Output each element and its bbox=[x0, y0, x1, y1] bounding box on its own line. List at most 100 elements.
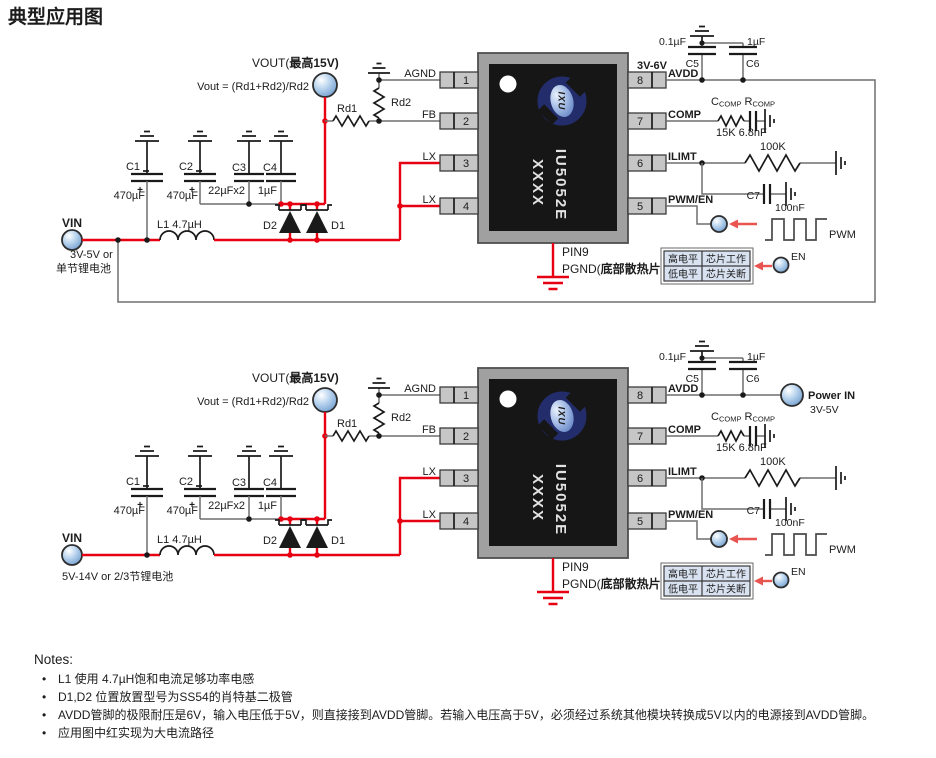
power-in-terminal bbox=[780, 383, 804, 407]
c1-plus: + bbox=[137, 185, 143, 196]
note-item: L1 使用 4.7µH饱和电流足够功率电感 bbox=[58, 671, 254, 686]
svg-text:高电平: 高电平 bbox=[668, 253, 698, 266]
rd1-label: Rd1 bbox=[337, 103, 357, 115]
avdd-to-vin-loop bbox=[117, 79, 876, 303]
pwm-waveform bbox=[765, 218, 827, 241]
resistor-Rd2 bbox=[372, 87, 386, 119]
d2-label: D2 bbox=[263, 220, 277, 232]
logo-text: IXU bbox=[556, 92, 567, 111]
svg-text:芯片关断: 芯片关断 bbox=[706, 268, 746, 281]
ilimt-r-value: 100K bbox=[760, 141, 786, 153]
ilimt-ground-symbol bbox=[835, 151, 846, 175]
pwm-arrow-head bbox=[729, 219, 738, 229]
bullet: • bbox=[42, 726, 46, 740]
note-item: AVDD管脚的极限耐压是6V，输入电压低于5V，则直接接到AVDD管脚。若输入电… bbox=[58, 707, 874, 722]
junction-dot bbox=[397, 203, 403, 209]
svg-text:3: 3 bbox=[463, 158, 469, 170]
diode-D2 bbox=[275, 201, 305, 243]
vin2-range: 5V-14V or 2/3节锂电池 bbox=[62, 569, 173, 583]
c1-value: 470µF bbox=[114, 190, 146, 202]
cap-stubs bbox=[199, 181, 282, 204]
en-truth-table: 高电平 芯片工作 低电平 芯片关断 bbox=[660, 247, 754, 285]
pwm-label: PWM bbox=[829, 229, 856, 241]
vin1-range: 3V-5V or bbox=[70, 249, 113, 261]
cap-ccomp bbox=[748, 111, 758, 131]
en-label: EN bbox=[791, 251, 806, 263]
pin-label-pwmen: PWM/EN bbox=[668, 194, 713, 206]
svg-text:芯片工作: 芯片工作 bbox=[706, 253, 746, 266]
cap-c7 bbox=[762, 184, 772, 204]
svg-text:2: 2 bbox=[463, 116, 469, 128]
c3-ref: C3 bbox=[232, 162, 246, 174]
junction-dot bbox=[246, 201, 252, 207]
comp-ground-symbol bbox=[764, 109, 775, 133]
comp-values: 15K 6.8nF bbox=[716, 127, 767, 139]
pwm-input-terminal bbox=[710, 215, 728, 233]
chip-lot-code: XXXX bbox=[529, 159, 546, 207]
pin-label-avdd: AVDD bbox=[668, 68, 698, 80]
svg-text:5: 5 bbox=[637, 201, 643, 213]
chip-left-pins: 1 2 3 4 bbox=[439, 71, 479, 215]
chip-right-pins: 8 7 6 5 bbox=[627, 71, 667, 215]
junction-dot bbox=[376, 77, 382, 83]
bullet: • bbox=[42, 708, 46, 722]
notes-section: Notes: • L1 使用 4.7µH饱和电流足够功率电感 • D1,D2 位… bbox=[34, 652, 874, 740]
pin-label-agnd: AGND bbox=[404, 68, 436, 80]
pin9-label: PIN9 bbox=[562, 245, 589, 259]
notes-heading: Notes: bbox=[34, 652, 73, 667]
resistor-100k bbox=[744, 153, 801, 173]
circuit2-extras: 5V-14V or 2/3节锂电池 Power IN 3V-5V bbox=[62, 383, 855, 583]
vin-label: VIN bbox=[62, 216, 82, 230]
comp-refs: CCOMP RCOMP bbox=[711, 96, 775, 109]
c7-wire bbox=[701, 163, 786, 195]
resistor-rcomp bbox=[717, 114, 745, 128]
c7-value: 100nF bbox=[775, 202, 805, 214]
capacitor-plates bbox=[131, 172, 296, 183]
l1-label: L1 4.7µH bbox=[157, 219, 202, 231]
junction-dot bbox=[115, 237, 121, 243]
pin-label-lx3: LX bbox=[423, 151, 437, 163]
rd2-label: Rd2 bbox=[391, 97, 411, 109]
inductor-L1 bbox=[159, 230, 215, 241]
c7-ref: C7 bbox=[747, 190, 761, 202]
en-terminal bbox=[772, 256, 790, 274]
vin1-battery: 单节锂电池 bbox=[56, 261, 111, 275]
bullet: • bbox=[42, 672, 46, 686]
c2-plus: + bbox=[189, 185, 195, 196]
lx3-trace bbox=[398, 161, 440, 240]
c5-value: 0.1µF bbox=[659, 36, 686, 48]
c4-value: 1µF bbox=[258, 185, 277, 197]
en-arrow-head bbox=[754, 261, 763, 271]
resistor-Rd1 bbox=[332, 114, 370, 128]
c2-ref: C2 bbox=[179, 161, 193, 173]
vout-formula: Vout = (Rd1+Rd2)/Rd2 bbox=[197, 81, 309, 93]
bullet: • bbox=[42, 690, 46, 704]
vin-terminal bbox=[61, 229, 83, 251]
agnd-ground-symbol bbox=[368, 62, 390, 74]
pin-label-lx4: LX bbox=[423, 194, 437, 206]
vout-label: VOUT(最高15V) bbox=[252, 55, 339, 70]
pin-label-comp: COMP bbox=[668, 109, 701, 121]
c6-value: 1µF bbox=[747, 36, 765, 48]
vout-terminal bbox=[312, 72, 338, 98]
avdd-range: 3V-6V bbox=[637, 60, 668, 72]
pgnd-label: PGND(底部散热片) bbox=[562, 261, 665, 276]
c5-ref: C5 bbox=[686, 58, 700, 70]
c2-value: 470µF bbox=[167, 190, 199, 202]
c6-ref: C6 bbox=[746, 58, 760, 70]
pin-label-fb: FB bbox=[422, 109, 436, 121]
c4-ref: C4 bbox=[263, 162, 277, 174]
c1-ref: C1 bbox=[126, 161, 140, 173]
circuit1-extras: 3V-5V or 单节锂电池 3V-6V bbox=[56, 60, 876, 303]
svg-text:1: 1 bbox=[463, 75, 469, 87]
c5-c6-decoupling bbox=[688, 25, 757, 83]
svg-text:6: 6 bbox=[637, 158, 643, 170]
circuit-2 bbox=[62, 342, 856, 605]
typical-application-circuit: VIN L1 4.7µH C1 + 470µF C2 bbox=[61, 25, 856, 291]
power-in-range: 3V-5V bbox=[810, 404, 839, 416]
junction-dot bbox=[376, 118, 382, 124]
svg-text:低电平: 低电平 bbox=[668, 268, 698, 281]
diode-D1 bbox=[302, 201, 332, 243]
c7-ground-symbol bbox=[785, 182, 796, 206]
